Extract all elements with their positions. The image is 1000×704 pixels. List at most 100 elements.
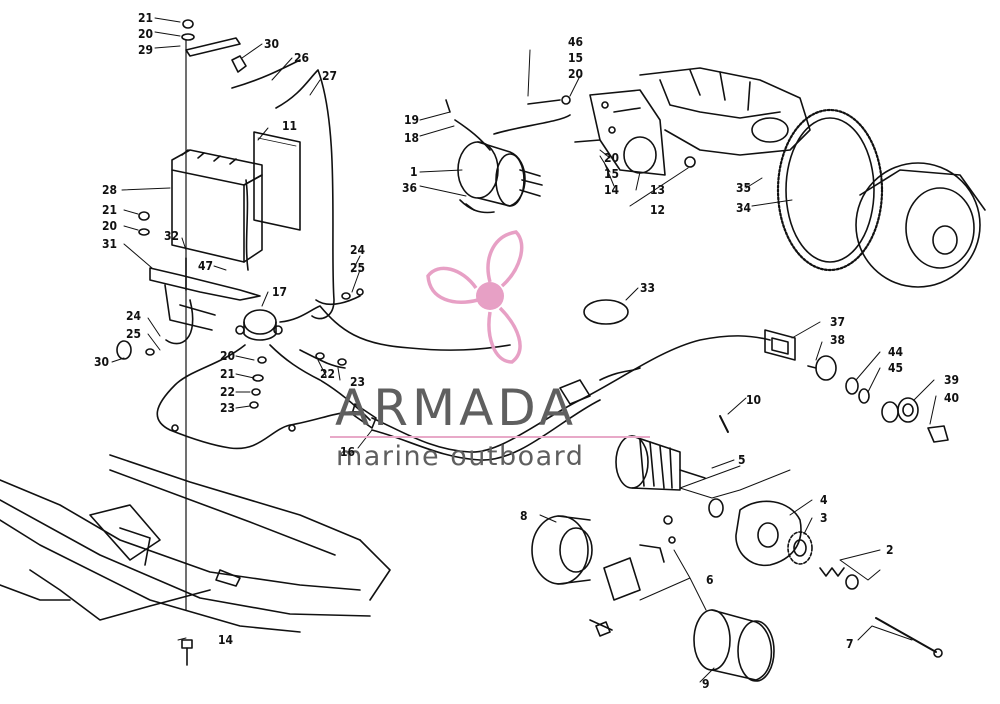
armada-logo-icon [426,230,524,364]
callout-7: 7 [846,637,854,651]
pinion-gear [787,531,813,565]
callout-25: 25 [126,327,142,341]
through-bolt [875,617,943,658]
field-frame [693,609,775,682]
retaining-ring [583,299,629,325]
commutator-end-cap [531,515,593,585]
callout-35: 35 [736,181,752,195]
battery-cables [165,59,511,351]
callout-20: 20 [604,151,620,165]
callout-22: 22 [220,385,236,399]
callout-21: 21 [102,203,118,217]
terminal-hardware [589,619,613,637]
callout-8: 8 [520,509,528,523]
starter-mount-bracket [589,89,666,176]
callout-12: 12 [650,203,666,217]
callout-11: 11 [282,119,298,133]
ring-gear [776,108,884,272]
callout-23: 23 [220,401,236,415]
boot-cap [116,340,132,360]
o-ring-44 [845,377,859,395]
callout-21: 21 [138,11,154,25]
battery-tray-bracket [149,267,261,331]
starter-solenoid [235,309,283,341]
battery-strap [185,37,241,57]
callout-14: 14 [604,183,620,197]
brush-holder [603,515,676,601]
callout-28: 28 [102,183,118,197]
callout-20: 20 [220,349,236,363]
callout-36: 36 [402,181,418,195]
engine-block [639,67,811,156]
callout-15: 15 [568,51,584,65]
spring-and-collar [819,567,859,590]
washer [145,348,155,356]
callout-34: 34 [736,201,752,215]
callout-18: 18 [404,131,420,145]
callout-24: 24 [126,309,142,323]
battery-cover-panel [253,131,301,231]
starter-motor [457,141,543,214]
callout-46: 46 [568,35,584,49]
callout-20: 20 [568,67,584,81]
callout-37: 37 [830,315,846,329]
callout-9: 9 [702,677,710,691]
callout-20: 20 [138,27,154,41]
callout-1: 1 [410,165,418,179]
battery-hardware [138,19,247,291]
drive-end-housing [735,500,802,567]
callout-44: 44 [888,345,904,359]
wiring-harness [156,344,377,450]
callout-19: 19 [404,113,420,127]
callout-26: 26 [294,51,310,65]
starter-cable [445,99,571,151]
callout-10: 10 [746,393,762,407]
callout-14: 14 [218,633,234,647]
callout-39: 39 [944,373,960,387]
callout-5: 5 [738,453,746,467]
callout-30: 30 [264,37,280,51]
callout-6: 6 [706,573,714,587]
watermark-title: ARMADA [335,379,578,437]
callout-23: 23 [350,375,366,389]
callout-31: 31 [102,237,118,251]
hardware-stack [249,288,364,409]
callout-40: 40 [944,391,960,405]
starter-wire-harness [371,335,771,461]
callout-16: 16 [340,445,356,459]
clip-40 [927,425,949,443]
washer-45 [858,388,870,404]
callout-27: 27 [322,69,338,83]
washer-5 [708,498,724,518]
callout-38: 38 [830,333,846,347]
bolt-14 [181,639,193,666]
watermark-divider [330,436,650,438]
callout-33: 33 [640,281,656,295]
callout-29: 29 [138,43,154,57]
chassis-frame [0,454,391,633]
callout-32: 32 [164,229,180,243]
callout-21: 21 [220,367,236,381]
callout-17: 17 [272,285,288,299]
callout-25: 25 [350,261,366,275]
callout-24: 24 [350,243,366,257]
bracket-bolts [527,95,696,168]
watermark-subtitle: marine outboard [336,441,585,472]
callout-4: 4 [820,493,828,507]
callout-3: 3 [820,511,828,525]
bearing-39 [881,397,919,423]
callout-22: 22 [320,367,336,381]
bolt-10 [719,415,729,433]
callout-45: 45 [888,361,904,375]
flywheel [855,162,986,288]
callout-20: 20 [102,219,118,233]
callout-30: 30 [94,355,110,369]
leader-lines [111,17,937,683]
connector-37 [764,329,796,361]
battery [171,149,263,263]
callout-15: 15 [604,167,620,181]
sensor-38 [807,355,837,381]
callout-2: 2 [886,543,894,557]
callout-13: 13 [650,183,666,197]
